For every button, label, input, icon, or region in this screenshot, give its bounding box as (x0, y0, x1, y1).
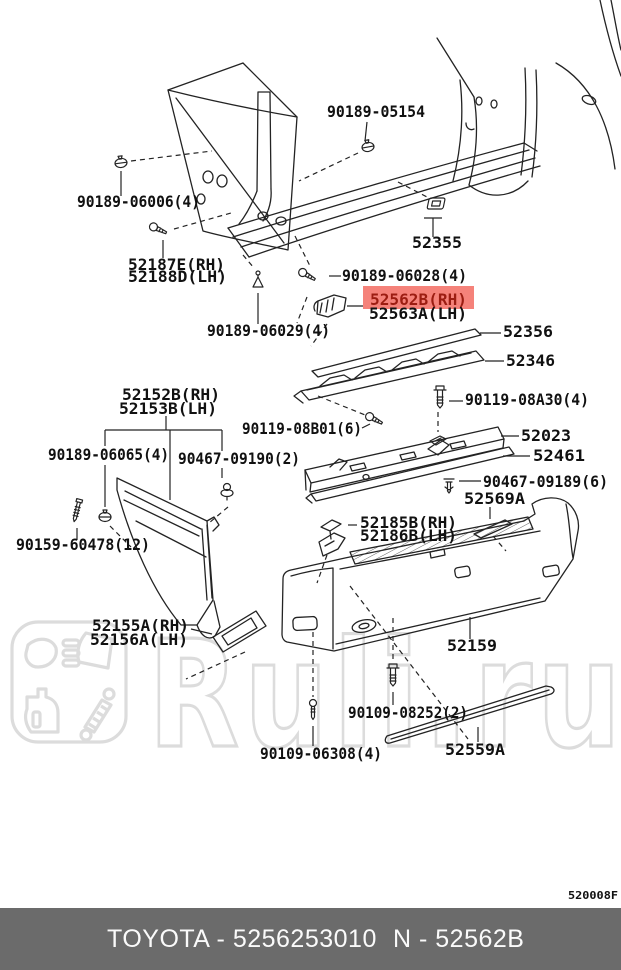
label-52569a: 52569A (464, 489, 525, 508)
label-52559a: 52559A (445, 740, 505, 759)
dashed-leader-line (316, 554, 328, 584)
label-52355: 52355 (412, 233, 462, 252)
dashed-leader-line (173, 212, 232, 230)
label-90159-60478-12: 90159-60478(12) (16, 535, 150, 554)
clip-52355-icon (426, 197, 446, 210)
clip-90189-06029-icon (252, 270, 264, 288)
highlight-box (363, 286, 474, 309)
clip-90189-06065-icon (98, 509, 112, 523)
dashed-leader-line (185, 651, 246, 680)
label-520008f: 520008F (568, 890, 618, 902)
label-52153b-lh: 52153B(LH) (119, 399, 217, 418)
clip-90189-05154-icon (361, 139, 375, 153)
label-90467-09189-6: 90467-09189(6) (483, 472, 608, 491)
dashed-leader-line (130, 150, 213, 162)
label-52188d-lh: 52188D(LH) (128, 267, 227, 286)
oil-canister-icon (24, 687, 60, 734)
label-90189-06065-4: 90189-06065(4) (48, 445, 169, 464)
headlight-icon (24, 637, 81, 669)
label-90189-06028-4: 90189-06028(4) (342, 266, 467, 285)
floor-panel-art (167, 62, 298, 251)
watermark: Ruli.ru (10, 607, 621, 783)
rocker-sill-art (227, 142, 541, 258)
nut-90119-08a30-icon (429, 435, 447, 446)
bolt-90109-06308-icon (308, 698, 318, 721)
label-52159: 52159 (447, 636, 497, 655)
label-52156a-lh: 52156A(LH) (90, 630, 188, 649)
bumper-cover-52159-art (281, 497, 580, 652)
dashed-leader-line (317, 395, 366, 416)
dashed-leader-line (397, 181, 428, 198)
screw-90119-08b01-icon (364, 412, 384, 425)
shock-absorber-icon (79, 687, 116, 742)
plate-52461-art (305, 446, 515, 504)
label-90189-06006-4: 90189-06006(4) (77, 192, 200, 211)
grommet-90467-09190-icon (220, 482, 234, 501)
label-52562b-rh: 52562B(RH) (370, 290, 467, 309)
dashed-leader-line (208, 506, 229, 524)
leader-line (364, 121, 368, 142)
label-90119-08a30-4: 90119-08A30(4) (465, 390, 589, 409)
dashed-leader-line (296, 296, 308, 324)
label-52346: 52346 (506, 351, 555, 370)
footer-part-number: TOYOTA - 5256253010 (107, 925, 377, 953)
label-52187e-rh: 52187E(RH) (128, 255, 225, 274)
label-52152b-rh: 52152B(RH) (122, 385, 220, 404)
dashed-leader-line (298, 152, 359, 182)
dashed-leader-line (310, 323, 328, 347)
dashed-leader-line (242, 254, 255, 269)
dashed-leader-line (109, 525, 132, 548)
endcap-52562b-art (313, 294, 347, 318)
label-52185b-rh: 52185B(RH) (360, 513, 457, 532)
bracket-52185b-art (318, 519, 346, 557)
label-52155a-rh: 52155A(RH) (92, 616, 189, 635)
reinforcement-52023-art (304, 426, 505, 493)
label-90189-05154: 90189-05154 (327, 102, 425, 121)
scuff-plate-52356-art (311, 328, 482, 378)
leader-line (361, 423, 371, 429)
fastener-glyphs (72, 139, 455, 721)
label-52023: 52023 (521, 426, 571, 445)
screw-52187e-icon (148, 222, 168, 235)
watermark-logo (10, 620, 128, 744)
label-52186b-lh: 52186B(LH) (360, 526, 457, 545)
dashed-leader-line (294, 235, 311, 267)
label-90467-09190-2: 90467-09190(2) (178, 449, 300, 468)
bolt-90109-08252-icon (386, 663, 400, 687)
protector-strip-52559a-art (384, 685, 555, 744)
label-90119-08b01-6: 90119-08B01(6) (242, 419, 362, 438)
bolt-90119-08a30-icon (433, 385, 447, 409)
side-panel-52152b-art (116, 477, 221, 639)
clip-90467-09189-icon (443, 478, 455, 494)
diagram-art (116, 0, 621, 744)
watermark-text: Ruli.ru (148, 609, 621, 781)
label-90109-08252-2: 90109-08252(2) (348, 703, 468, 722)
dashed-leader-line (492, 535, 507, 552)
dashed-leader-lines (109, 150, 507, 740)
step-pad-52346-art (293, 350, 485, 404)
label-52356: 52356 (503, 322, 553, 341)
leader-lines (76, 121, 530, 746)
bolt-90159-60478-icon (72, 498, 84, 523)
label-90189-06029-4: 90189-06029(4) (207, 321, 330, 340)
footer-part-code: N - 52562B (393, 925, 525, 953)
part-number-labels: 90189-05154 90189-06006(4) 52187E(RH)52188… (16, 102, 618, 902)
b-pillar-art (238, 91, 272, 225)
hole-cover-52155a-art (212, 610, 267, 653)
body-panel-icon (76, 631, 114, 670)
label-90109-06308-4: 90109-06308(4) (260, 744, 382, 763)
leader-line (190, 628, 213, 635)
footer-bar: TOYOTA - 5256253010 N - 52562B (0, 908, 621, 970)
body-quarter-panel-art (436, 0, 621, 196)
label-52563a-lh: 52563A(LH) (369, 304, 467, 323)
label-52461: 52461 (533, 446, 585, 465)
clip-90189-06006-icon (114, 155, 128, 169)
screw-90189-06028-icon (298, 267, 316, 281)
